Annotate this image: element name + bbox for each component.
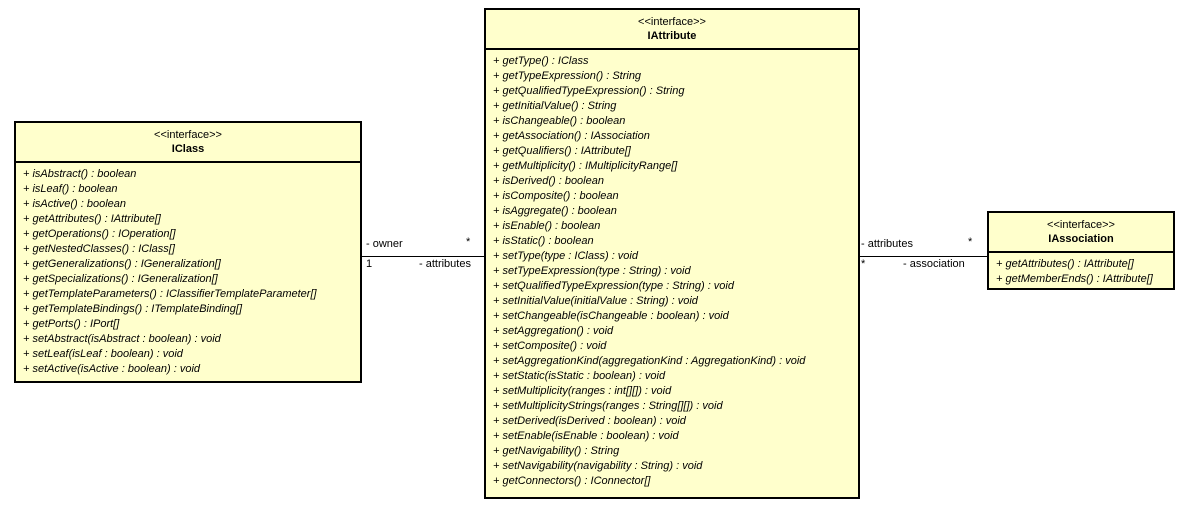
uml-member: + getQualifiedTypeExpression() : String (493, 85, 685, 97)
uml-member: + getSpecializations() : IGeneralization… (23, 273, 218, 285)
uml-member: + setEnable(isEnable : boolean) : void (493, 430, 679, 442)
uml-member: + getTemplateParameters() : IClassifierT… (23, 288, 317, 300)
uml-class-header-iassociation: <<interface>> IAssociation (989, 213, 1173, 253)
page-title: IClass (171, 143, 205, 155)
uml-class-iclass[interactable]: <<interface>> IClass + isAbstract() : bo… (14, 121, 362, 383)
association-multiplicity-source: 1 (366, 258, 373, 270)
association-role-attributes-2: - attributes (861, 238, 913, 250)
uml-member: + getAttributes() : IAttribute[] (23, 213, 161, 225)
association-role-association: - association (903, 258, 965, 270)
stereotype-label: <<interface>> (154, 129, 222, 141)
uml-member: + setInitialValue(initialValue : String)… (493, 295, 698, 307)
uml-member: + getAttributes() : IAttribute[] (996, 258, 1134, 270)
uml-member: + setQualifiedTypeExpression(type : Stri… (493, 280, 734, 292)
association-multiplicity-target-2: * (968, 236, 973, 248)
uml-member: + getPorts() : IPort[] (23, 318, 120, 330)
uml-member: + getNestedClasses() : IClass[] (23, 243, 175, 255)
uml-member: + getGeneralizations() : IGeneralization… (23, 258, 221, 270)
uml-member: + setComposite() : void (493, 340, 607, 352)
association-line-iclass-iattribute[interactable] (362, 256, 484, 257)
association-line-iattribute-iassociation[interactable] (859, 256, 988, 257)
uml-member-list-iassociation: + getAttributes() : IAttribute[] + getMem… (989, 253, 1173, 291)
uml-member: + getNavigability() : String (493, 445, 620, 457)
uml-member: + setActive(isActive : boolean) : void (23, 363, 200, 375)
uml-class-iassociation[interactable]: <<interface>> IAssociation + getAttribut… (987, 211, 1175, 290)
uml-member: + setType(type : IClass) : void (493, 250, 638, 262)
uml-member: + isLeaf() : boolean (23, 183, 118, 195)
uml-member: + getMemberEnds() : IAttribute[] (996, 273, 1153, 285)
uml-member: + setLeaf(isLeaf : boolean) : void (23, 348, 183, 360)
stereotype-label: <<interface>> (638, 16, 706, 28)
uml-member: + getAssociation() : IAssociation (493, 130, 650, 142)
uml-member: + isStatic() : boolean (493, 235, 594, 247)
uml-member: + isAbstract() : boolean (23, 168, 137, 180)
uml-member: + getTemplateBindings() : ITemplateBindi… (23, 303, 243, 315)
uml-member: + isEnable() : boolean (493, 220, 601, 232)
uml-member: + setNavigability(navigability : String)… (493, 460, 703, 472)
uml-member-list-iclass: + isAbstract() : boolean + isLeaf() : boo… (16, 163, 360, 381)
uml-member-list-iattribute: + getType() : IClass + getTypeExpression(… (486, 50, 858, 493)
uml-member: + isChangeable() : boolean (493, 115, 626, 127)
uml-member: + getInitialValue() : String (493, 100, 617, 112)
uml-member: + getOperations() : IOperation[] (23, 228, 176, 240)
uml-class-header-iattribute: <<interface>> IAttribute (486, 10, 858, 50)
uml-member: + getType() : IClass (493, 55, 589, 67)
uml-member: + setAbstract(isAbstract : boolean) : vo… (23, 333, 221, 345)
uml-class-header-iclass: <<interface>> IClass (16, 123, 360, 163)
uml-member: + setStatic(isStatic : boolean) : void (493, 370, 666, 382)
uml-member: + setMultiplicity(ranges : int[][]) : vo… (493, 385, 672, 397)
uml-member: + getConnectors() : IConnector[] (493, 475, 651, 487)
stereotype-label: <<interface>> (1047, 219, 1115, 231)
association-role-owner: - owner (366, 238, 403, 250)
association-multiplicity-target: * (466, 236, 471, 248)
uml-member: + setChangeable(isChangeable : boolean) … (493, 310, 729, 322)
uml-member: + setTypeExpression(type : String) : voi… (493, 265, 691, 277)
uml-member: + isAggregate() : boolean (493, 205, 617, 217)
uml-member: + setDerived(isDerived : boolean) : void (493, 415, 686, 427)
uml-member: + setMultiplicityStrings(ranges : String… (493, 400, 723, 412)
class-name-label: IAssociation (1048, 233, 1114, 245)
class-name-label: IAttribute (647, 30, 697, 42)
uml-member: + setAggregationKind(aggregationKind : A… (493, 355, 806, 367)
uml-class-iattribute[interactable]: <<interface>> IAttribute + getType() : I… (484, 8, 860, 499)
uml-member: + isDerived() : boolean (493, 175, 604, 187)
uml-member: + isComposite() : boolean (493, 190, 619, 202)
uml-member: + isActive() : boolean (23, 198, 127, 210)
uml-member: + getTypeExpression() : String (493, 70, 642, 82)
uml-member: + getQualifiers() : IAttribute[] (493, 145, 631, 157)
association-role-attributes: - attributes (419, 258, 471, 270)
uml-member: + getMultiplicity() : IMultiplicityRange… (493, 160, 678, 172)
association-multiplicity-source-2: * (861, 258, 866, 270)
uml-member: + setAggregation() : void (493, 325, 614, 337)
